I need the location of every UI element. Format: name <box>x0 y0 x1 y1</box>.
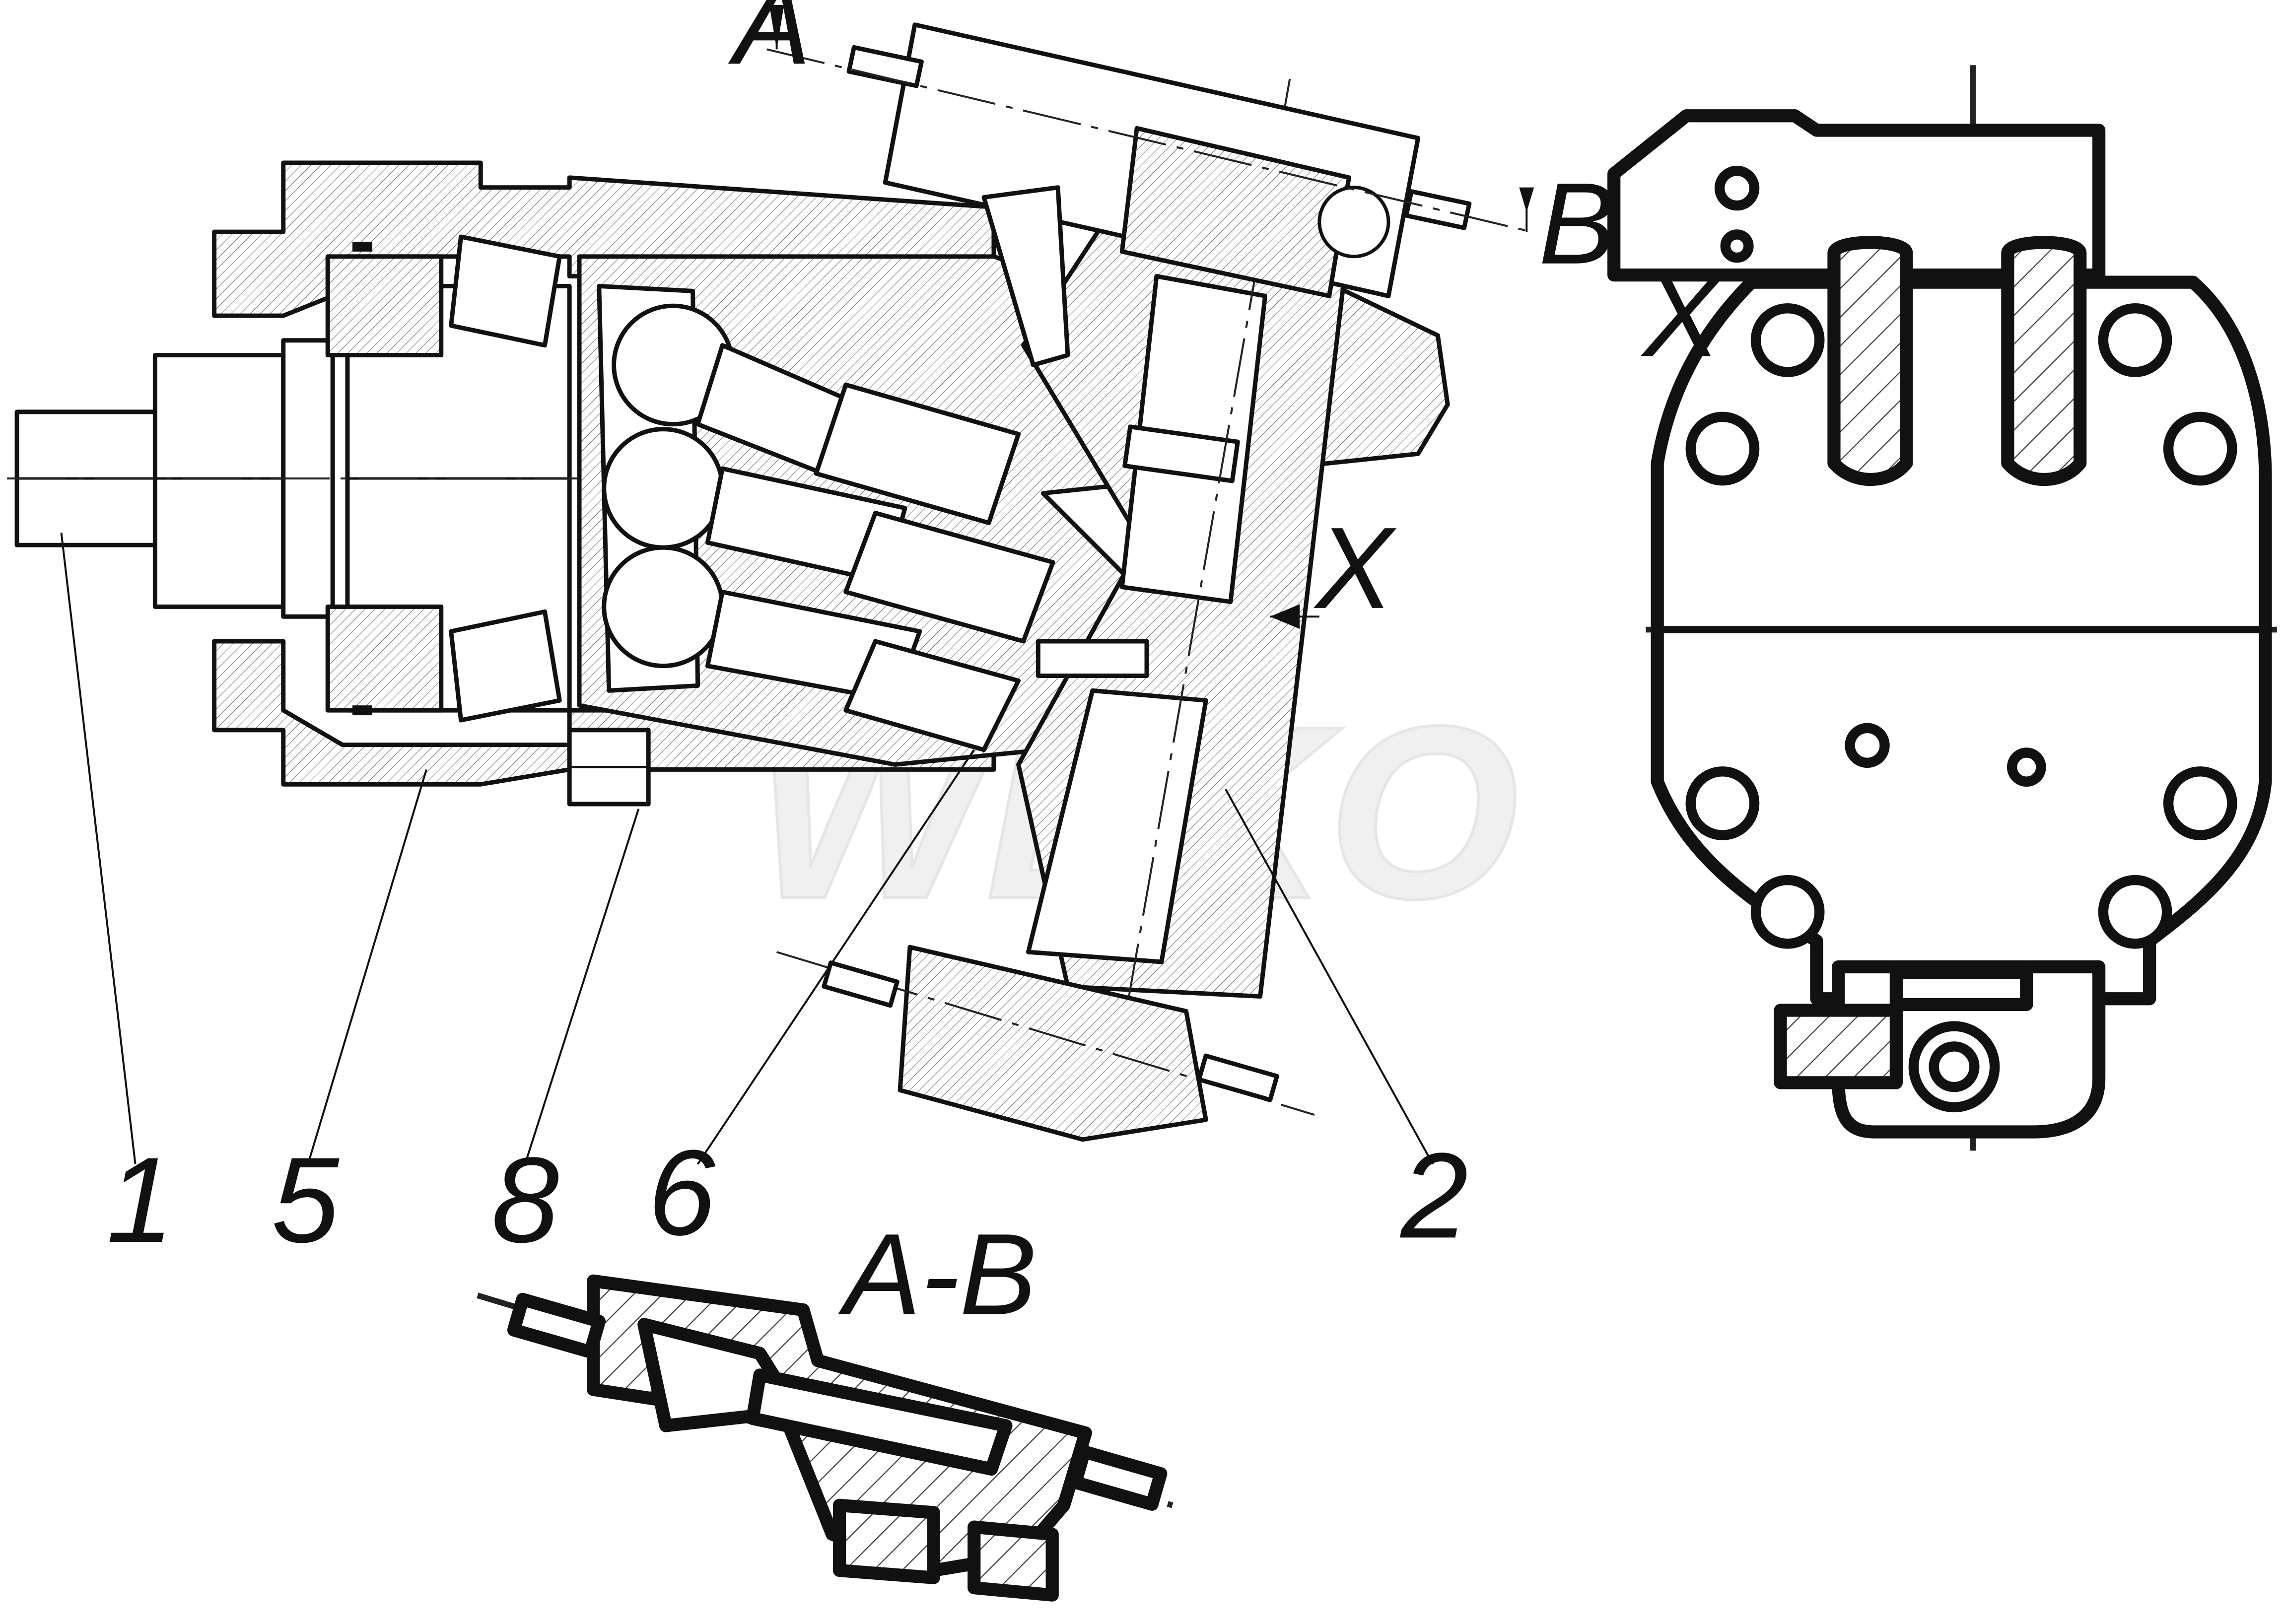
section-a-b-title: A-B <box>838 1210 1037 1339</box>
main-section-view <box>7 4 1534 1165</box>
callout-2-label: 2 <box>1399 1127 1468 1263</box>
section-a-b <box>477 1274 1174 1602</box>
callout-5-label: 5 <box>272 1132 340 1268</box>
side-view-x <box>1607 65 2277 1151</box>
side-view-title: X <box>1641 252 1724 381</box>
view-arrow-x-label: X <box>1313 504 1396 633</box>
section-mark-a: A <box>728 0 811 88</box>
callout-8-label: 8 <box>491 1132 559 1268</box>
callout-1-label: 1 <box>106 1132 174 1268</box>
section-mark-b: B <box>1539 159 1616 288</box>
port-fitting-8 <box>567 728 651 807</box>
flange-bolts <box>1685 303 2237 949</box>
callout-6-label: 6 <box>648 1125 716 1261</box>
top-valve-block <box>766 22 1532 367</box>
control-housing <box>1016 78 1351 1036</box>
bottom-valve-block <box>776 945 1315 1142</box>
roller-bearings <box>325 234 562 723</box>
